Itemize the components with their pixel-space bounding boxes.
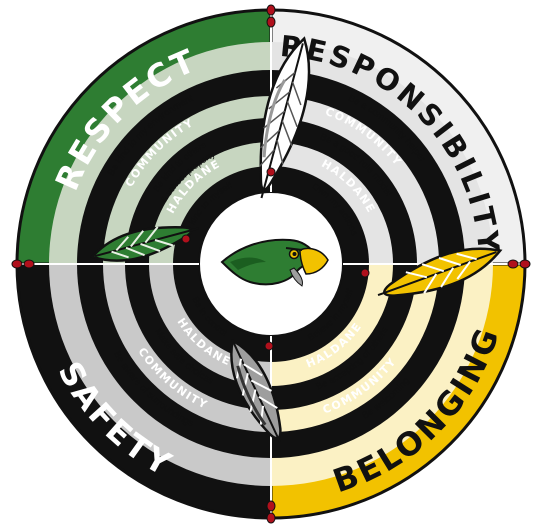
hawk-head-icon bbox=[220, 238, 329, 287]
feather-right-icon bbox=[377, 247, 503, 297]
bead-decorations bbox=[11, 4, 531, 524]
feather-left-icon bbox=[89, 226, 199, 262]
feather-bottom-icon bbox=[230, 338, 282, 443]
feather-top-icon bbox=[259, 36, 311, 199]
